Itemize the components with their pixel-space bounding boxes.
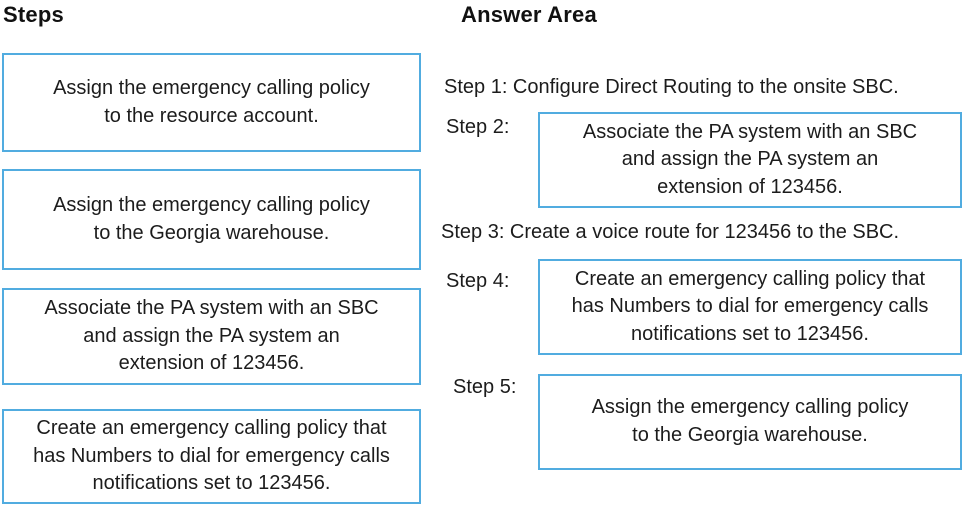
step-4-label: Step 4: — [446, 270, 510, 292]
drag-item-text: Associate the PA system with an SBC and … — [44, 297, 379, 375]
drag-item-associate-pa-system[interactable]: Associate the PA system with an SBC and … — [2, 288, 421, 385]
drag-item-resource-account[interactable]: Assign the emergency calling policy to t… — [2, 53, 421, 152]
drag-item-text: Create an emergency calling policy that … — [33, 417, 390, 495]
step-2-answer-text: Associate the PA system with an SBC and … — [582, 120, 918, 198]
step-4-answer-slot[interactable]: Create an emergency calling policy that … — [538, 259, 962, 355]
drag-item-text: Assign the emergency calling policy to t… — [53, 193, 370, 244]
answer-area-title: Answer Area — [461, 2, 597, 27]
step-4-answer-text: Create an emergency calling policy that … — [571, 267, 929, 345]
step-5-answer-text: Assign the emergency calling policy to t… — [591, 396, 909, 446]
step-1-text: Step 1: Configure Direct Routing to the … — [444, 76, 899, 98]
step-5-label: Step 5: — [453, 376, 517, 398]
drag-item-create-emergency-policy[interactable]: Create an emergency calling policy that … — [2, 409, 421, 504]
drag-item-text: Assign the emergency calling policy to t… — [53, 76, 370, 127]
step-3-text: Step 3: Create a voice route for 123456 … — [441, 221, 900, 243]
steps-panel-title: Steps — [3, 2, 64, 27]
step-5-answer-slot[interactable]: Assign the emergency calling policy to t… — [538, 374, 962, 470]
drag-item-georgia-warehouse[interactable]: Assign the emergency calling policy to t… — [2, 169, 421, 270]
step-2-answer-slot[interactable]: Associate the PA system with an SBC and … — [538, 112, 962, 208]
step-2-label: Step 2: — [446, 116, 510, 138]
